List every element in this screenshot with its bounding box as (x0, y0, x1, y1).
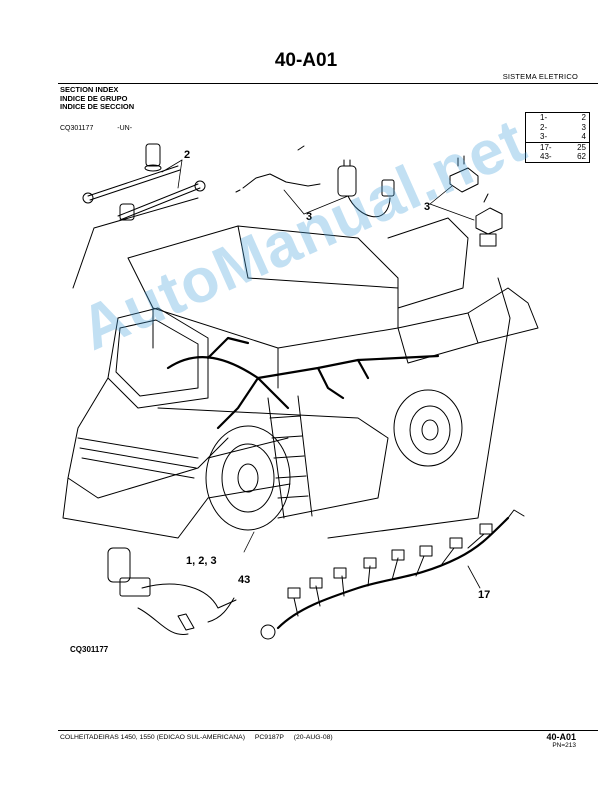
callout-label: 3 (306, 211, 312, 223)
callout-label: 2 (184, 149, 190, 161)
sensor-part-3 (449, 155, 503, 247)
frame-line (72, 197, 199, 289)
combine-body (62, 217, 539, 539)
harness-part-43 (107, 547, 237, 635)
page-title: 40-A01 (274, 50, 338, 71)
index-range-table: 1-2 2-3 3-4 17-25 43-62 (525, 112, 590, 163)
callout-label: 17 (478, 589, 490, 601)
range-row[interactable]: 2-3 (540, 122, 586, 132)
figure-id: CQ301177 (70, 645, 109, 654)
ladder (267, 395, 313, 519)
range-row[interactable]: 43-62 (540, 152, 586, 161)
footer-book: COLHEITADEIRAS 1450, 1550 (EDICAO SUL-AM… (60, 734, 245, 741)
callout-label: 1, 2, 3 (186, 555, 217, 567)
footer-catalog: PC9187P (254, 734, 284, 741)
index-title-en: SECTION INDEX (60, 85, 119, 94)
callout-leaders (161, 159, 481, 589)
combine-wiring-illustration: 2 3 3 1, 2, 3 43 17 (62, 143, 539, 640)
range-row[interactable]: 3-4 (540, 132, 586, 141)
footer-page-number: PN=213 (552, 742, 576, 749)
footer-book-info: COLHEITADEIRAS 1450, 1550 (EDICAO SUL-AM… (60, 734, 333, 741)
harness-part-17 (260, 509, 525, 640)
section-label: SISTEMA ELETRICO (502, 72, 578, 81)
combine-wheels (205, 389, 463, 531)
index-title-pt: INDICE DE GRUPO (60, 93, 128, 103)
figure-ref-code: CQ301177 (60, 125, 94, 132)
figure-reference: CQ301177 -UN- (60, 125, 132, 132)
range-row[interactable]: 17-25 (526, 141, 589, 153)
header-rule (58, 83, 598, 84)
cable-part-2 (82, 143, 206, 221)
range-row[interactable]: 1-2 (540, 113, 586, 122)
footer-date: (20-AUG-08) (293, 734, 333, 741)
footer-code: 40-A01 (546, 732, 576, 742)
section-index-titles: SECTION INDEX INDICE DE GRUPO INDICE DE … (60, 85, 135, 112)
index-title-es: INDICE DE SECCION (60, 102, 135, 111)
frame-line (327, 277, 511, 539)
callout-label: 3 (424, 201, 430, 213)
footer-rule (58, 730, 598, 731)
figure-ref-un: -UN- (117, 125, 133, 132)
main-wiring-harness (166, 336, 440, 430)
cable-part-3 (235, 145, 395, 218)
callout-label: 43 (238, 574, 250, 586)
